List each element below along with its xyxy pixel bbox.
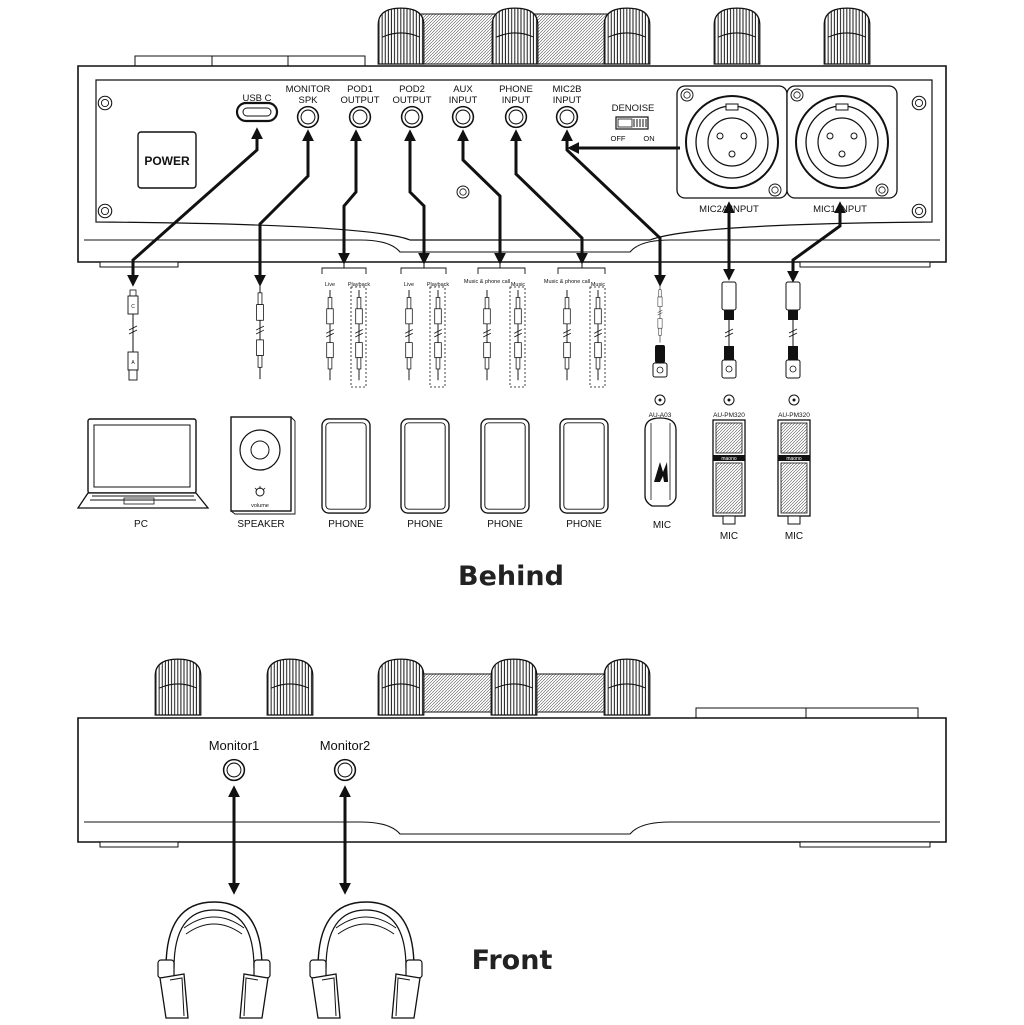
port-pod2-output[interactable]: POD2 OUTPUT — [392, 84, 432, 129]
mic-model-2: AU-PM320 — [713, 412, 745, 419]
monitor2-label: Monitor2 — [320, 738, 371, 753]
denoise-on-label: ON — [643, 134, 654, 143]
port-label-pod1-2: OUTPUT — [340, 95, 379, 106]
denoise-title: DENOISE — [612, 103, 655, 114]
headphones-1 — [157, 901, 271, 1019]
mic2b-cable — [652, 284, 668, 378]
connection-arrows — [127, 127, 846, 287]
pod2-jack[interactable] — [400, 105, 424, 129]
device-label-pc: PC — [134, 519, 148, 530]
monitor1-port[interactable]: Monitor1 — [209, 738, 260, 782]
port-mic2b-input[interactable]: MIC2B INPUT — [552, 84, 582, 129]
device-label-phone-1: PHONE — [328, 519, 364, 530]
device-label-phone-2: PHONE — [407, 519, 443, 530]
aux-jack[interactable] — [451, 105, 475, 129]
monitor1-jack[interactable] — [222, 758, 246, 782]
port-label-usbc: USB C — [242, 93, 271, 104]
port-label-aux-1: AUX — [453, 84, 473, 95]
device-phone-2: PHONE — [400, 418, 450, 530]
device-speaker: volume SPEAKER — [230, 416, 296, 530]
xlr-mic2a-input[interactable]: MIC2A INPUT — [676, 85, 788, 215]
speaker-volume-label: volume — [251, 503, 269, 509]
device-mic-au-pm320-a: AU-PM320 maono MIC — [712, 394, 746, 542]
port-monitor-spk[interactable]: MONITOR SPK — [286, 84, 331, 129]
mic-model-1: AU-A03 — [649, 412, 672, 419]
port-label-pod2-1: POD2 — [399, 84, 425, 95]
device-label-speaker: SPEAKER — [237, 519, 284, 530]
device-pc: PC — [76, 418, 210, 530]
device-phone-3: PHONE — [480, 418, 530, 530]
pod1-left-label: Live — [325, 282, 335, 288]
pod2-left-label: Live — [404, 282, 414, 288]
device-mic-au-pm320-b: AU-PM320 maono MIC — [777, 394, 811, 542]
usb-plug-c-letter: C — [131, 304, 135, 310]
top-knobs — [134, 7, 871, 69]
usb-cable: C A — [127, 289, 139, 381]
device-body-front — [77, 717, 947, 843]
device-phone-1: PHONE — [321, 418, 371, 530]
device-label-phone-4: PHONE — [566, 519, 602, 530]
monitor1-label: Monitor1 — [209, 738, 260, 753]
port-label-mic2b-2: INPUT — [553, 95, 582, 106]
port-label-monitor-spk-2: SPK — [298, 95, 318, 106]
device-label-mic-1: MIC — [653, 520, 671, 531]
port-label-pod2-2: OUTPUT — [392, 95, 431, 106]
usb-plug-a-letter: A — [131, 360, 135, 366]
monitor2-port[interactable]: Monitor2 — [320, 738, 371, 782]
device-mic-au-a03: AU-A03 MIC — [644, 394, 677, 531]
cable-group-pod2: Live Playback — [400, 264, 450, 388]
cable-group-aux: Music & phone call Music — [464, 264, 526, 388]
aux-left-label: Music & phone call — [464, 279, 510, 285]
cable-group-phone: Music & phone call Music — [544, 264, 606, 388]
phone-right-label: Music — [591, 282, 606, 288]
port-label-phone-2: INPUT — [502, 95, 531, 106]
port-label-aux-2: INPUT — [449, 95, 478, 106]
power-label: POWER — [144, 154, 190, 168]
pod1-right-label: Playback — [348, 282, 371, 288]
xlr-mic1-input[interactable]: MIC1 INPUT — [786, 85, 898, 215]
monitor2-jack[interactable] — [333, 758, 357, 782]
behind-heading: Behind — [458, 561, 564, 592]
behind-panel: POWER USB C MONITOR SPK POD1 OUTPUT POD2… — [76, 7, 947, 592]
port-phone-input[interactable]: PHONE INPUT — [499, 84, 533, 129]
monitor-spk-jack[interactable] — [296, 105, 320, 129]
mic-brand-2: maono — [786, 456, 802, 462]
pod2-right-label: Playback — [427, 282, 450, 288]
port-label-phone-1: PHONE — [499, 84, 533, 95]
port-label-monitor-spk-1: MONITOR — [286, 84, 331, 95]
front-knobs — [154, 658, 919, 720]
phone-jack[interactable] — [504, 105, 528, 129]
mic2a-xlr-cable — [721, 281, 737, 379]
aux-right-label: Music — [511, 282, 526, 288]
mic1-xlr-cable — [785, 281, 801, 379]
front-panel: Monitor1 Monitor2 Front — [77, 658, 947, 1019]
mic2b-jack[interactable] — [555, 105, 579, 129]
device-phone-4: PHONE — [559, 418, 609, 530]
port-pod1-output[interactable]: POD1 OUTPUT — [340, 84, 380, 129]
device-label-mic-2: MIC — [720, 531, 738, 542]
denoise-off-label: OFF — [611, 134, 626, 143]
phone-left-label: Music & phone call — [544, 279, 590, 285]
device-label-mic-3: MIC — [785, 531, 803, 542]
port-aux-input[interactable]: AUX INPUT — [449, 84, 478, 129]
headphones-2 — [309, 901, 423, 1019]
cable-group-pod1: Live Playback — [321, 264, 371, 388]
front-heading: Front — [472, 945, 553, 976]
port-label-pod1-1: POD1 — [347, 84, 373, 95]
device-label-phone-3: PHONE — [487, 519, 523, 530]
mic-model-3: AU-PM320 — [778, 412, 810, 419]
mic-brand-1: maono — [721, 456, 737, 462]
port-label-mic2b-1: MIC2B — [552, 84, 581, 95]
speaker-cable — [255, 284, 265, 380]
pod1-jack[interactable] — [348, 105, 372, 129]
